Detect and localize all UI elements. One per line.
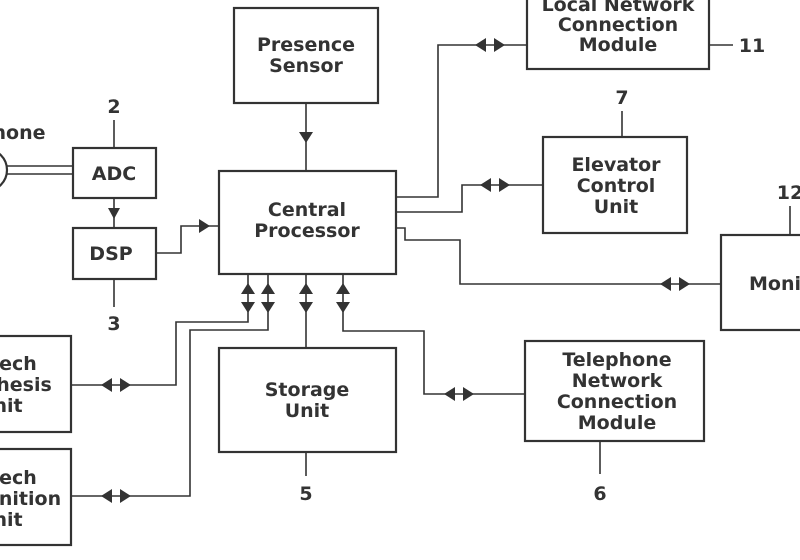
central-processor: Central Processor — [217, 169, 398, 276]
ref-6: 6 — [593, 483, 606, 505]
ref-11: 11 — [739, 35, 765, 57]
storage-up-arrowhead — [299, 283, 313, 294]
reference-leaders — [113, 44, 791, 476]
telephone-left-arrowhead — [444, 387, 455, 401]
recognition-label-line2: nition — [0, 488, 61, 510]
local-network-left-arrowhead — [475, 38, 486, 52]
local-network-label-line2: Connection — [558, 14, 678, 36]
central-to-elevator-line — [396, 184, 543, 213]
recognition-label-line1: ech — [0, 467, 37, 489]
telephone-down-arrowhead — [336, 302, 350, 313]
synthesis-right-arrowhead — [120, 378, 131, 392]
presence-label-line2: Sensor — [269, 55, 343, 77]
synthesis-label-line1: ech — [0, 353, 37, 375]
telephone-label-line3: Connection — [557, 391, 677, 413]
recognition-down-arrowhead — [261, 302, 275, 313]
adc-label: ADC — [92, 163, 136, 185]
dsp-block: DSP — [71, 226, 158, 281]
speech-recognition-unit: ech nition nit — [0, 447, 73, 547]
elevator-right-arrowhead — [499, 178, 510, 192]
elevator-label-line1: Elevator — [571, 154, 661, 176]
storage-label-line2: Unit — [285, 400, 330, 422]
adc-block: ADC — [71, 146, 158, 200]
storage-unit: Storage Unit — [217, 346, 398, 454]
recognition-up-arrowhead — [261, 283, 275, 294]
dsp-label: DSP — [89, 243, 132, 265]
monitor-label: Moni — [749, 273, 800, 295]
telephone-label-line4: Module — [578, 412, 657, 434]
dsp-right-arrowhead — [199, 219, 210, 233]
microphone: hone — [0, 122, 73, 188]
synthesis-label-line3: nit — [0, 395, 23, 417]
elevator-label-line3: Unit — [594, 196, 639, 218]
monitor-block: Moni — [719, 233, 800, 332]
synthesis-label-line2: hesis — [0, 374, 52, 396]
dsp-to-central-line — [156, 225, 219, 254]
elevator-label-line2: Control — [577, 175, 656, 197]
local-network-label-line3: Module — [579, 34, 658, 56]
storage-down-arrowhead — [299, 302, 313, 313]
speech-synthesis-unit: ech hesis nit — [0, 334, 73, 434]
local-network-label-line1: Local Network — [542, 0, 695, 16]
ref-5: 5 — [299, 483, 312, 505]
ref-7: 7 — [615, 87, 628, 109]
microphone-label: hone — [0, 122, 46, 144]
elevator-control-unit: Elevator Control Unit — [541, 135, 689, 235]
presence-sensor: Presence Sensor — [232, 6, 380, 105]
telephone-up-arrowhead — [336, 283, 350, 294]
recognition-right-arrowhead — [120, 489, 131, 503]
telephone-label-line1: Telephone — [562, 349, 671, 371]
presence-label-line1: Presence — [257, 34, 355, 56]
presence-down-arrowhead — [299, 132, 313, 143]
elevator-left-arrowhead — [480, 178, 491, 192]
central-label-line2: Processor — [254, 220, 360, 242]
synthesis-up-arrowhead — [241, 283, 255, 294]
telephone-label-line2: Network — [572, 370, 663, 392]
central-label-line1: Central — [268, 199, 346, 221]
adc-down-arrowhead — [108, 208, 120, 219]
ref-2: 2 — [107, 96, 120, 118]
ref-12: 12 — [777, 182, 800, 204]
central-to-local-network-line — [396, 44, 527, 198]
synthesis-down-arrowhead — [241, 302, 255, 313]
telephone-network-module: Telephone Network Connection Module — [523, 339, 706, 443]
recognition-left-arrowhead — [101, 489, 112, 503]
reference-numerals: 2 3 5 6 7 11 12 — [107, 35, 800, 505]
synthesis-left-arrowhead — [101, 378, 112, 392]
ref-3: 3 — [107, 313, 120, 335]
monitor-right-arrowhead — [679, 277, 690, 291]
recognition-label-line3: nit — [0, 509, 23, 531]
local-network-module: Local Network Connection Module — [525, 0, 711, 71]
arrowheads — [101, 38, 690, 503]
storage-label-line1: Storage — [265, 379, 350, 401]
local-network-right-arrowhead — [494, 38, 505, 52]
central-to-monitor-line — [396, 227, 721, 285]
telephone-right-arrowhead — [463, 387, 474, 401]
monitor-left-arrowhead — [660, 277, 671, 291]
